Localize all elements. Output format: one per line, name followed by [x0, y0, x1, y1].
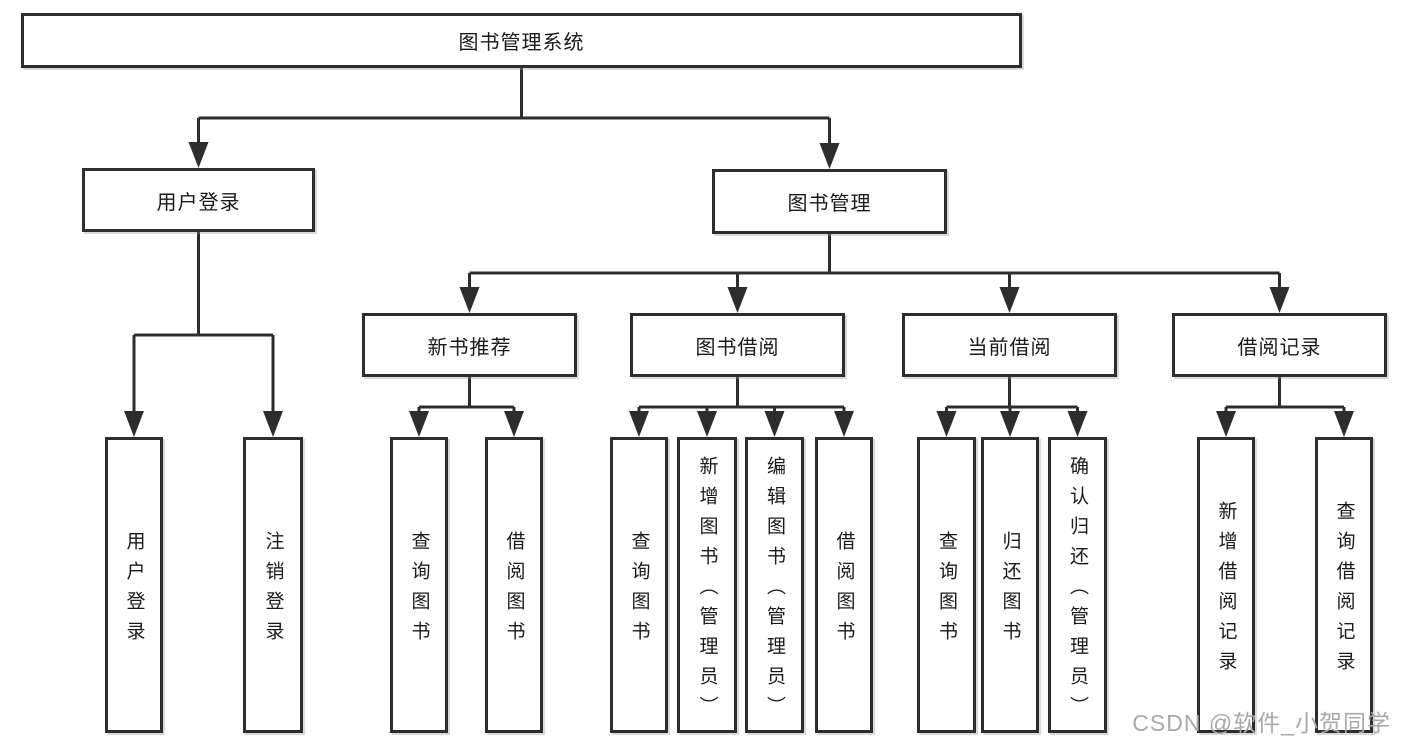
arrowhead-icon	[936, 411, 957, 437]
node-label: 借阅图书	[503, 530, 525, 651]
node-label: 查询借阅记录	[1333, 500, 1355, 681]
node-leaf-query-books-1: 查询图书	[390, 437, 448, 733]
arrowhead-icon	[819, 143, 840, 169]
arrowhead-icon	[1000, 411, 1020, 437]
node-book-borrowing: 图书借阅	[630, 313, 845, 377]
arrowhead-icon	[409, 411, 429, 437]
node-borrowing-records: 借阅记录	[1172, 313, 1387, 377]
node-current-borrowing: 当前借阅	[902, 313, 1117, 377]
arrowhead-icon	[764, 411, 785, 437]
node-leaf-query-books-2: 查询图书	[610, 437, 668, 733]
node-label: 新书推荐	[427, 336, 512, 359]
node-system-root: 图书管理系统	[21, 13, 1022, 68]
arrowhead-icon	[697, 411, 717, 437]
arrowhead-icon	[1334, 411, 1354, 437]
node-leaf-return-books: 归还图书	[981, 437, 1039, 733]
node-leaf-user-login: 用户登录	[105, 437, 163, 733]
arrowhead-icon	[1269, 287, 1290, 313]
arrowhead-icon	[1067, 411, 1088, 437]
node-label: 当前借阅	[967, 336, 1052, 359]
node-label: 借阅记录	[1237, 336, 1322, 359]
node-label: 查询图书	[408, 530, 430, 651]
node-leaf-confirm-return: 确认归还（管理员）	[1048, 437, 1107, 733]
node-label: 用户登录	[123, 530, 145, 651]
arrowhead-icon	[188, 142, 209, 168]
node-leaf-query-books-3: 查询图书	[917, 437, 976, 733]
arrowhead-icon	[263, 411, 283, 437]
node-label: 借阅图书	[833, 530, 855, 651]
node-label: 确认归还（管理员）	[1067, 455, 1088, 726]
node-label: 编辑图书（管理员）	[764, 455, 785, 726]
node-leaf-borrow-books-1: 借阅图书	[485, 437, 543, 733]
node-leaf-edit-books-admin: 编辑图书（管理员）	[745, 437, 804, 733]
node-label: 图书管理	[787, 193, 872, 215]
connector-path	[132, 68, 1346, 413]
arrowhead-icon	[727, 287, 748, 313]
node-new-book-recommend: 新书推荐	[362, 313, 577, 377]
node-label: 查询图书	[936, 530, 957, 651]
arrowhead-icon	[834, 411, 854, 437]
node-label: 用户登录	[156, 191, 241, 214]
arrowhead-icon	[1216, 411, 1236, 437]
csdn-watermark: CSDN @软件_小贺同学	[1132, 710, 1391, 736]
node-leaf-logout: 注销登录	[243, 437, 303, 733]
node-label: 图书借阅	[695, 336, 780, 359]
node-leaf-add-borrow-rec: 新增借阅记录	[1197, 437, 1255, 733]
node-label: 新增图书（管理员）	[696, 455, 718, 726]
node-leaf-borrow-books-2: 借阅图书	[815, 437, 873, 733]
node-label: 注销登录	[262, 530, 284, 651]
node-label: 归还图书	[999, 530, 1021, 651]
node-user-login: 用户登录	[82, 168, 315, 232]
arrowhead-icon	[629, 411, 649, 437]
arrowhead-icon	[459, 287, 480, 313]
node-book-management: 图书管理	[712, 169, 947, 234]
arrowhead-icon	[999, 287, 1020, 313]
node-label: 图书管理系统	[458, 32, 585, 54]
arrowhead-icon	[124, 411, 144, 437]
node-label: 新增借阅记录	[1215, 500, 1237, 681]
node-leaf-add-books-admin: 新增图书（管理员）	[677, 437, 737, 733]
node-leaf-query-borrow-rec: 查询借阅记录	[1315, 437, 1373, 733]
node-label: 查询图书	[628, 530, 650, 651]
arrowhead-icon	[504, 411, 524, 437]
